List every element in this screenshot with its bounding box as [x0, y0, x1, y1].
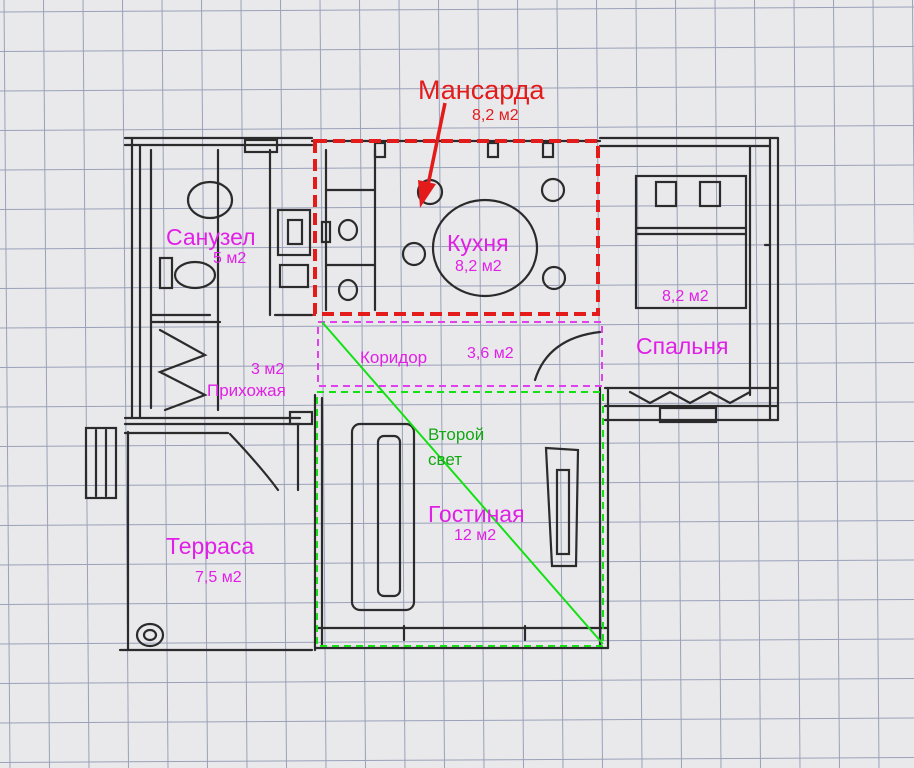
mansarda-area: 8,2 м2	[472, 107, 519, 124]
corridor-area: 3,6 м2	[467, 345, 514, 362]
grid-line-vertical	[872, 0, 880, 768]
bathroom-area: 5 м2	[213, 250, 247, 267]
grid-line-horizontal	[0, 717, 914, 724]
grid-line-vertical	[319, 0, 327, 768]
terrace-label: Терраса	[166, 533, 255, 559]
grid-line-horizontal	[0, 599, 914, 605]
second-light-outline	[316, 391, 604, 647]
grid-line-horizontal	[0, 362, 914, 368]
bedroom-area: 8,2 м2	[662, 288, 709, 305]
grid-line-vertical	[3, 0, 11, 768]
grid-line-horizontal	[0, 322, 914, 329]
bathroom-label: Санузел	[166, 224, 256, 250]
living-room-label: Гостиная	[428, 501, 525, 527]
grid-line-horizontal	[0, 6, 914, 13]
pencil-walls	[84, 136, 780, 652]
corridor-outline	[317, 321, 603, 387]
grid-line-vertical	[82, 0, 90, 768]
grid-line-horizontal	[0, 520, 914, 526]
mansarda-arrowhead	[418, 180, 436, 208]
mansarda-arrow	[425, 102, 447, 191]
second-light-diagonal	[321, 321, 604, 645]
grid-line-vertical	[596, 0, 603, 768]
grid-line-vertical	[635, 0, 643, 768]
corridor-label: Коридор	[360, 348, 428, 367]
grid-line-vertical	[240, 0, 248, 768]
mansarda-label: Мансарда	[418, 75, 545, 105]
grid-line-vertical	[359, 0, 366, 768]
grid-line-horizontal	[0, 85, 914, 92]
grid-line-vertical	[280, 0, 287, 768]
grid-line-vertical	[201, 0, 208, 768]
grid-line-vertical	[556, 0, 564, 768]
living-room-area: 12 м2	[454, 527, 497, 544]
grid-line-horizontal	[0, 441, 914, 447]
grid-line-horizontal	[0, 243, 914, 250]
grid-line-vertical	[714, 0, 722, 768]
second-light-line1: Второй	[428, 425, 485, 444]
grid-line-horizontal	[0, 559, 914, 566]
grid-line-vertical	[793, 0, 801, 768]
second-light-line2: свет	[428, 450, 463, 469]
grid-line-horizontal	[0, 480, 914, 487]
bedroom-label: Спальня	[636, 333, 729, 359]
grid-line-vertical	[398, 0, 406, 768]
mansarda-outline	[313, 139, 600, 316]
grid-line-horizontal	[0, 757, 914, 763]
grid-line-horizontal	[0, 164, 914, 171]
grid-line-vertical	[122, 0, 129, 768]
hallway-label: Прихожая	[207, 381, 286, 400]
grid-line-horizontal	[0, 125, 914, 131]
grid-line-horizontal	[0, 401, 914, 408]
hallway-area: 3 м2	[251, 361, 285, 378]
kitchen-label: Кухня	[447, 230, 509, 256]
grid-line-horizontal	[0, 283, 914, 289]
terrace-area: 7,5 м2	[195, 569, 242, 586]
grid-line-vertical	[833, 0, 840, 768]
kitchen-area: 8,2 м2	[455, 258, 502, 275]
grid-line-horizontal	[0, 678, 914, 684]
grid-line-vertical	[675, 0, 682, 768]
grid-line-horizontal	[0, 638, 914, 645]
grid-line-horizontal	[0, 46, 914, 52]
grid-line-vertical	[754, 0, 761, 768]
grid-line-vertical	[161, 0, 169, 768]
grid-line-vertical	[43, 0, 50, 768]
